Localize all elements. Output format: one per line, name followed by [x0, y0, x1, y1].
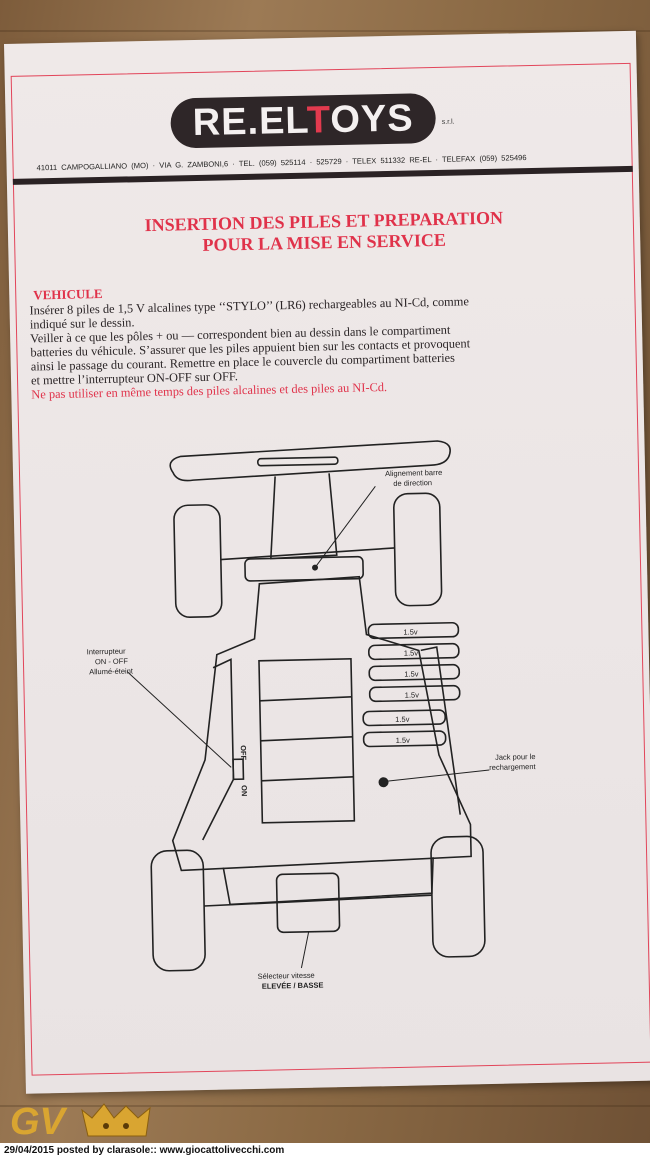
- front-left-wheel-shape: [173, 504, 223, 619]
- cat-crown-icon: [81, 1103, 151, 1137]
- battery-label: 1.5v: [403, 627, 418, 636]
- charging-jack-shape: [378, 777, 389, 788]
- wood-grain-line: [0, 1105, 650, 1107]
- rear-body-shape: [222, 857, 434, 906]
- wood-grain-line: [0, 30, 650, 32]
- steering-bar-shape: [169, 440, 451, 482]
- speed-leader-line: [300, 931, 310, 969]
- speed-label-line1: Sélecteur vitesse: [257, 971, 314, 981]
- footer-bar: [0, 1143, 650, 1158]
- compartment-divider: [260, 736, 353, 742]
- cat-eye-icon: [123, 1123, 129, 1129]
- front-right-wheel-shape: [392, 492, 443, 607]
- vehicle-battery-diagram: 1.5v 1.5v 1.5v 1.5v 1.5v 1.5v OFF ON Ali…: [87, 440, 537, 991]
- battery-label: 1.5v: [395, 715, 410, 724]
- chassis-right-panel: [420, 646, 462, 815]
- jack-label-line2: rechargement: [489, 762, 536, 772]
- switch-leader-line: [126, 671, 232, 768]
- battery-label: 1.5v: [396, 736, 411, 745]
- jack-leader-line: [387, 769, 490, 782]
- switch-label-line2: ON - OFF: [95, 657, 129, 667]
- on-off-switch-shape: [232, 758, 245, 781]
- alignment-label-line1: Alignement barre: [385, 468, 442, 478]
- alignment-label-line2: de direction: [393, 478, 432, 488]
- battery-label: 1.5v: [404, 648, 419, 657]
- front-axle-shape: [220, 547, 395, 561]
- footer-caption: 29/04/2015 posted by clarasole:: www.gio…: [4, 1145, 285, 1156]
- alignment-mark: [312, 564, 319, 571]
- gv-logo-text: GV: [10, 1101, 68, 1140]
- switch-on-label: ON: [240, 785, 249, 796]
- switch-label-line3: Allumé-éteint: [89, 666, 134, 676]
- jack-label-line1: Jack pour le: [495, 752, 536, 762]
- steering-bar-slot: [257, 456, 339, 467]
- chassis-shape: [171, 575, 472, 872]
- switch-label-line1: Interrupteur: [87, 647, 126, 657]
- compartment-divider: [259, 696, 352, 702]
- battery-label: 1.5v: [405, 690, 420, 699]
- speed-label-line2: ELEVÉE / BASSE: [262, 981, 324, 991]
- instruction-sheet: RE.ELTOYS s.r.l. 41011 CAMPOGALLIANO (MO…: [4, 30, 650, 1094]
- chassis-left-panel: [202, 658, 235, 841]
- rear-left-wheel-shape: [150, 849, 206, 972]
- rear-right-wheel-shape: [430, 835, 486, 958]
- giocattolivecchi-logo: GV: [10, 1101, 151, 1140]
- battery-cells: [362, 621, 461, 748]
- steering-column-shape: [269, 473, 338, 560]
- alignment-leader-line: [314, 486, 376, 568]
- cat-eye-icon: [103, 1123, 109, 1129]
- battery-label: 1.5v: [404, 669, 419, 678]
- compartment-divider: [261, 776, 354, 782]
- battery-compartment-shape: [258, 658, 356, 824]
- switch-off-label: OFF: [239, 745, 248, 761]
- rear-axle-shape: [204, 894, 432, 907]
